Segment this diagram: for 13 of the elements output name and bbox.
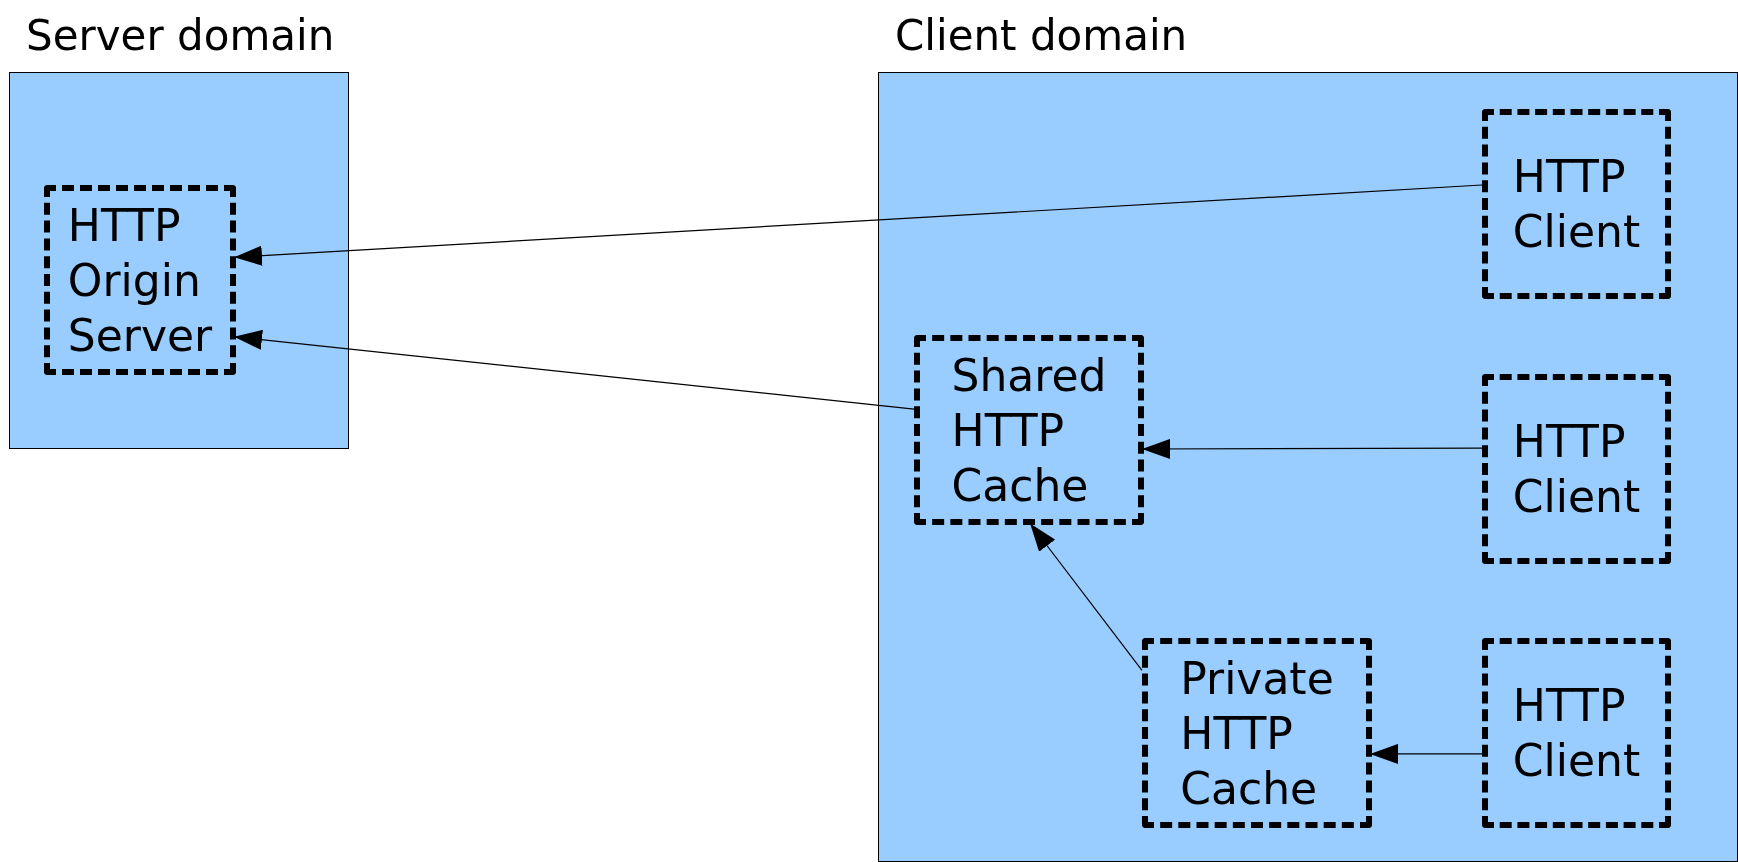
component-box: HTTP Client bbox=[1482, 109, 1671, 299]
arrow bbox=[1030, 523, 1143, 671]
component-box: HTTP Client bbox=[1482, 638, 1671, 828]
arrow bbox=[234, 184, 1483, 266]
component-box: HTTP Origin Server bbox=[44, 185, 236, 375]
component-box: HTTP Client bbox=[1482, 374, 1671, 564]
domain-heading: Server domain bbox=[26, 11, 335, 62]
component-box: Shared HTTP Cache bbox=[914, 335, 1144, 525]
arrow bbox=[1142, 438, 1483, 459]
component-box: Private HTTP Cache bbox=[1142, 638, 1372, 828]
domain-heading: Client domain bbox=[895, 11, 1188, 62]
arrow bbox=[1370, 743, 1483, 764]
arrow bbox=[234, 329, 915, 410]
